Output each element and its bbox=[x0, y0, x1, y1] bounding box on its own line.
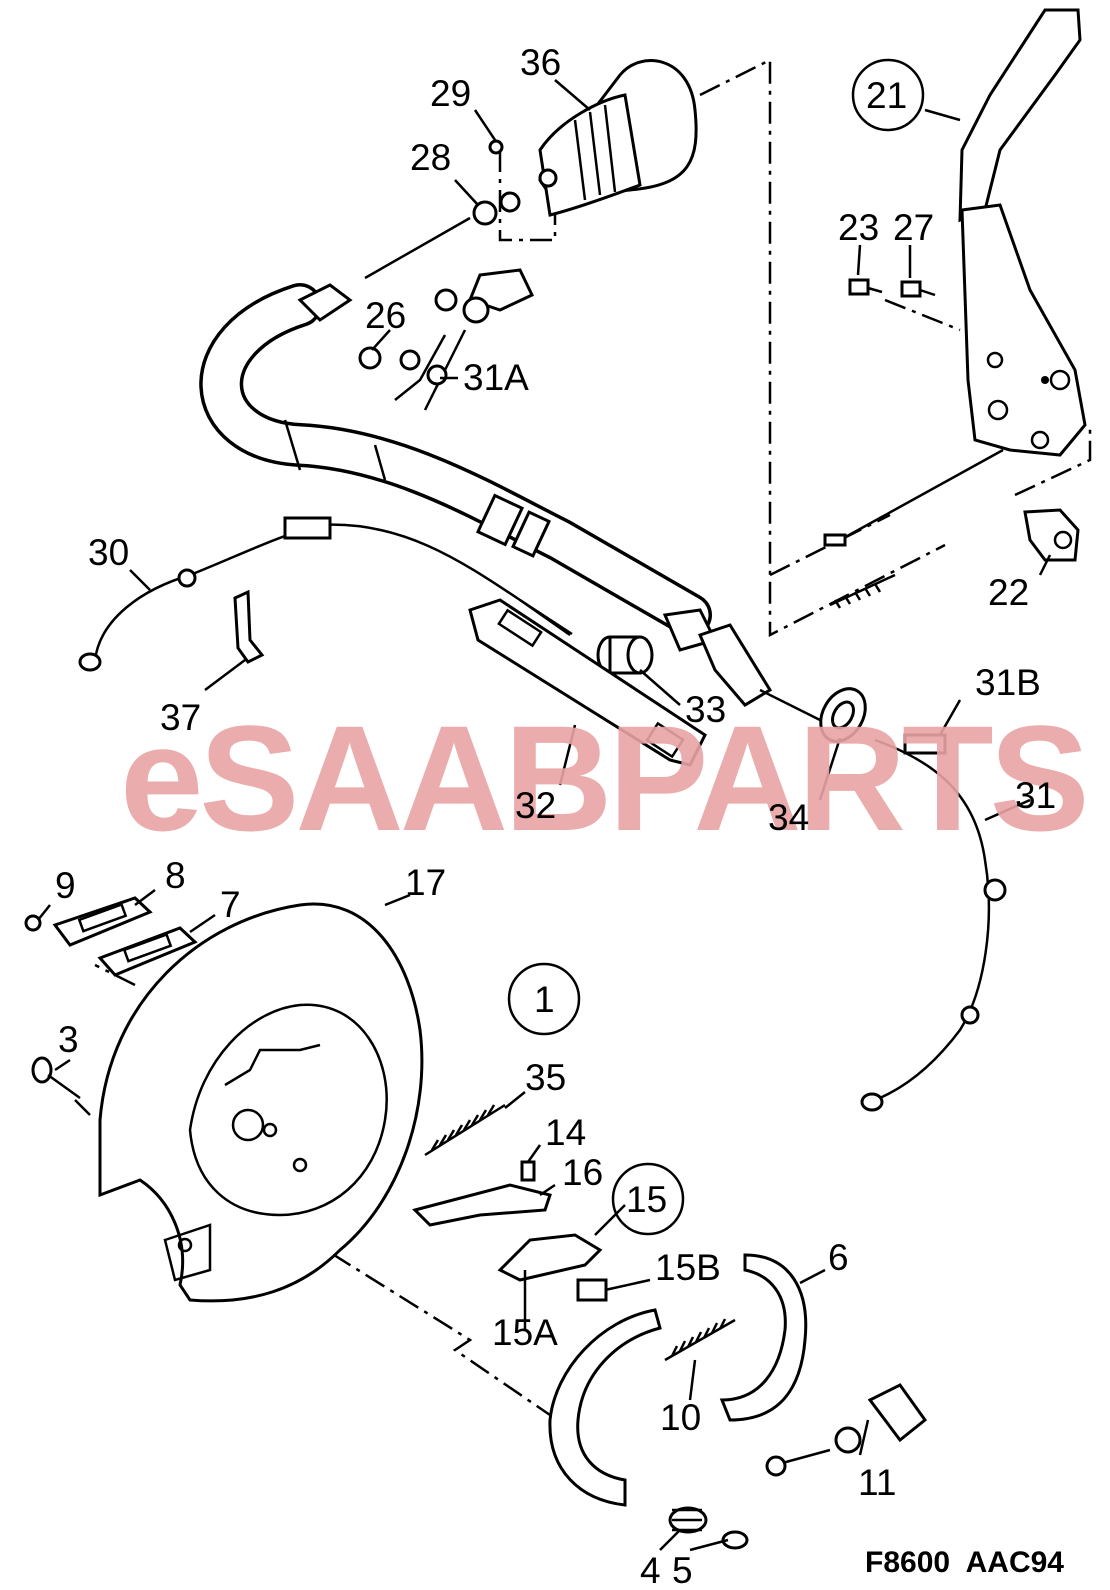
callout-31a: 31A bbox=[463, 357, 529, 398]
grommet-34 bbox=[819, 687, 867, 743]
callout-6: 6 bbox=[828, 1237, 849, 1278]
spring-10 bbox=[664, 1318, 736, 1362]
callout-4: 4 bbox=[640, 1550, 661, 1590]
spring-4 bbox=[668, 1506, 708, 1534]
gear-boot-36 bbox=[538, 59, 698, 217]
adjuster-rod bbox=[829, 573, 896, 609]
callout-21: 21 bbox=[866, 75, 907, 116]
callout-15b: 15B bbox=[655, 1247, 721, 1288]
adjuster-15 bbox=[497, 1233, 603, 1282]
callout-10: 10 bbox=[660, 1397, 701, 1438]
clip-37 bbox=[233, 589, 265, 664]
callout-30: 30 bbox=[88, 532, 129, 573]
bushing-33 bbox=[596, 635, 654, 675]
hand-brake-lever bbox=[823, 8, 1087, 547]
watermark-text: eSAABPARTS bbox=[120, 694, 1086, 862]
callout-8: 8 bbox=[165, 855, 186, 896]
callout-31: 31 bbox=[1015, 775, 1056, 816]
cable-31 bbox=[860, 733, 1007, 1112]
plate-8 bbox=[52, 896, 153, 947]
washer-5 bbox=[721, 1530, 749, 1550]
callout-circle-15 bbox=[611, 1162, 685, 1236]
backing-plate-17 bbox=[98, 902, 424, 1303]
callout-33: 33 bbox=[685, 689, 726, 730]
cable-conduit bbox=[199, 283, 712, 637]
cable-end-fitting bbox=[662, 608, 831, 727]
callout-27: 27 bbox=[893, 207, 934, 248]
callout-16: 16 bbox=[562, 1152, 603, 1193]
spring-35 bbox=[424, 1103, 506, 1157]
callout-35: 35 bbox=[525, 1057, 566, 1098]
figure-code: F8600 AAC94 bbox=[865, 1546, 1064, 1579]
cable-end-31a bbox=[394, 329, 467, 411]
callout-31b: 31B bbox=[975, 662, 1041, 703]
callout-15a: 15A bbox=[492, 1312, 558, 1353]
bolt-3 bbox=[31, 1056, 81, 1100]
nut-26 bbox=[358, 346, 382, 370]
leader-lines bbox=[37, 79, 1052, 1552]
cable-30 bbox=[78, 516, 573, 672]
brake-shoe-lower bbox=[548, 1308, 662, 1507]
brake-shoe-6 bbox=[719, 1253, 808, 1422]
bolt-23 bbox=[848, 278, 883, 296]
adjuster-11 bbox=[765, 1383, 928, 1477]
callout-5: 5 bbox=[672, 1550, 693, 1590]
callout-32: 32 bbox=[515, 785, 556, 826]
callout-3: 3 bbox=[58, 1019, 79, 1060]
bolt-27 bbox=[900, 280, 936, 298]
callout-1: 1 bbox=[534, 979, 555, 1020]
pin-29 bbox=[488, 139, 504, 155]
bushing-28 bbox=[472, 191, 521, 226]
callout-26: 26 bbox=[365, 295, 406, 336]
adjuster-22 bbox=[1023, 508, 1080, 562]
cable-bracket bbox=[364, 216, 535, 324]
callout-11: 11 bbox=[858, 1462, 896, 1503]
callout-34: 34 bbox=[768, 797, 809, 838]
bracket-32 bbox=[468, 598, 707, 767]
callout-36: 36 bbox=[520, 42, 561, 83]
assembly-lines bbox=[74, 57, 1092, 1417]
callout-17: 17 bbox=[405, 862, 446, 903]
lever-16 bbox=[412, 1183, 552, 1227]
pin-14 bbox=[520, 1160, 536, 1182]
screw-9 bbox=[24, 914, 42, 932]
callout-22: 22 bbox=[988, 572, 1029, 613]
callout-circle-1 bbox=[507, 962, 581, 1036]
callout-28: 28 bbox=[410, 137, 451, 178]
callout-23: 23 bbox=[838, 207, 879, 248]
adjuster-15b bbox=[576, 1278, 608, 1302]
callout-15: 15 bbox=[626, 1179, 667, 1220]
callout-circle-21 bbox=[851, 58, 925, 132]
callout-7: 7 bbox=[220, 884, 241, 925]
callout-14: 14 bbox=[545, 1112, 586, 1153]
callout-9: 9 bbox=[55, 865, 76, 906]
callout-37: 37 bbox=[160, 697, 201, 738]
plate-7 bbox=[97, 926, 198, 977]
callout-29: 29 bbox=[430, 73, 471, 114]
